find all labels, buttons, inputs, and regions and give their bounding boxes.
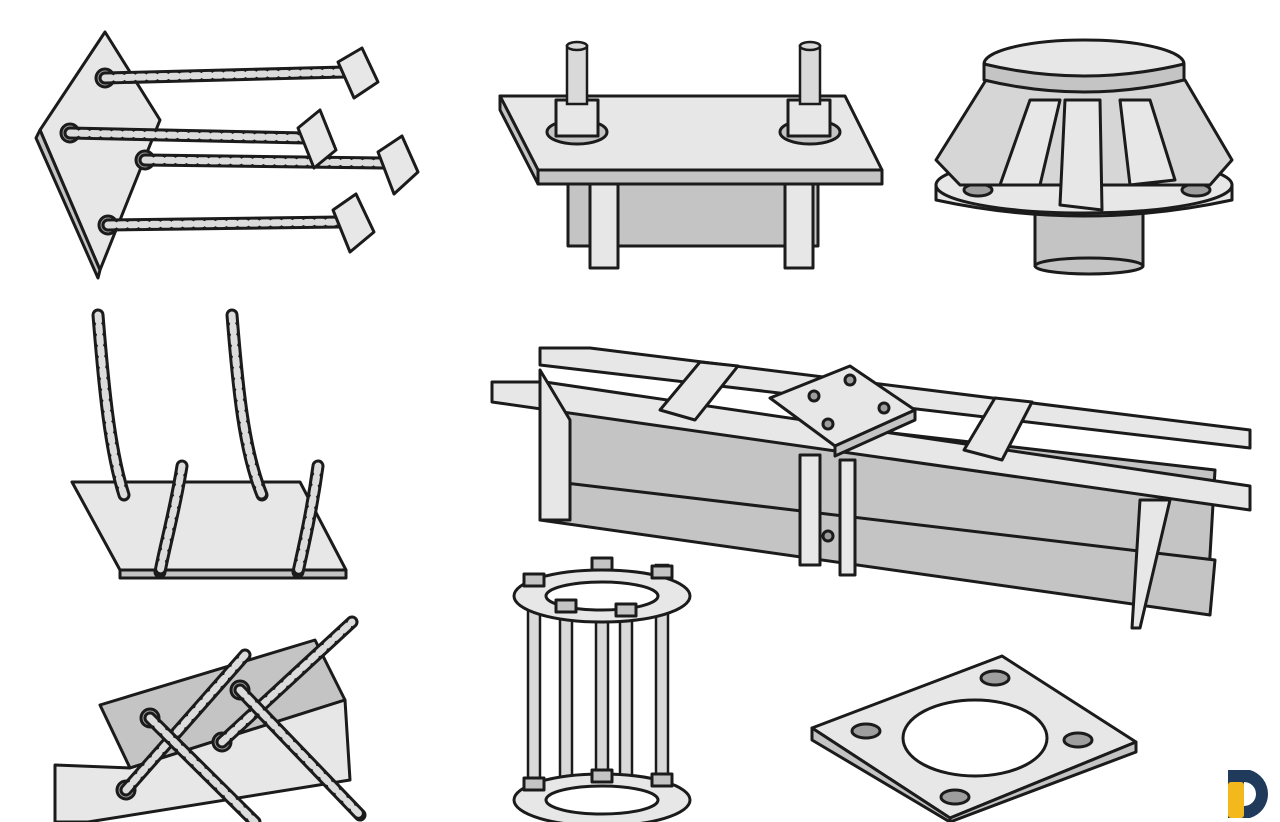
- angle-embed-with-crossed-rebar: [53, 615, 367, 822]
- square-flange-plate-with-four-holes: [810, 654, 1138, 822]
- welded-steel-beam-assembly: [490, 346, 1252, 630]
- embedded-plate-with-four-headed-rebar-anchors: [34, 30, 420, 280]
- brand-logo-icon: [1228, 770, 1268, 818]
- anchor-bolt-cage-with-ring-plates: [512, 556, 692, 822]
- base-plate-with-two-anchor-bolts: [498, 40, 884, 270]
- base-plate-with-bent-rebar-anchors: [70, 308, 348, 580]
- round-column-head-with-stiffener-ribs: [934, 38, 1234, 276]
